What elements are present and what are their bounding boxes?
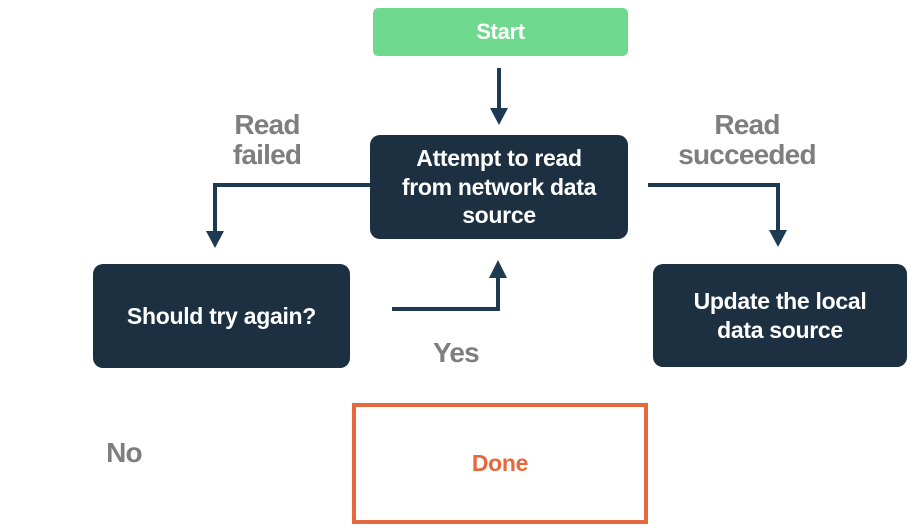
edge-label-read-failed: Read failed xyxy=(232,109,302,170)
node-start-label: Start xyxy=(476,19,525,44)
node-done-label: Done xyxy=(471,450,529,476)
arrow-yes-retry xyxy=(392,260,507,311)
node-start: Start xyxy=(373,8,628,56)
edge-label-yes: Yes xyxy=(433,337,480,368)
arrow-read-failed xyxy=(206,183,370,248)
node-should-try-again: Should try again? xyxy=(93,264,350,368)
arrow-start-to-attempt xyxy=(490,68,508,125)
node-update-local-data: Update the local data source xyxy=(653,264,907,367)
node-should-try-again-label: Should try again? xyxy=(126,302,317,329)
node-done: Done xyxy=(352,403,648,524)
node-attempt-read-label: Attempt to read from network data source xyxy=(401,144,597,229)
node-attempt-read: Attempt to read from network data source xyxy=(370,135,628,239)
arrow-read-succeeded xyxy=(648,183,787,247)
node-update-local-data-label: Update the local data source xyxy=(693,287,867,343)
edge-label-read-succeeded: Read succeeded xyxy=(678,109,816,170)
edge-label-no: No xyxy=(106,437,143,468)
